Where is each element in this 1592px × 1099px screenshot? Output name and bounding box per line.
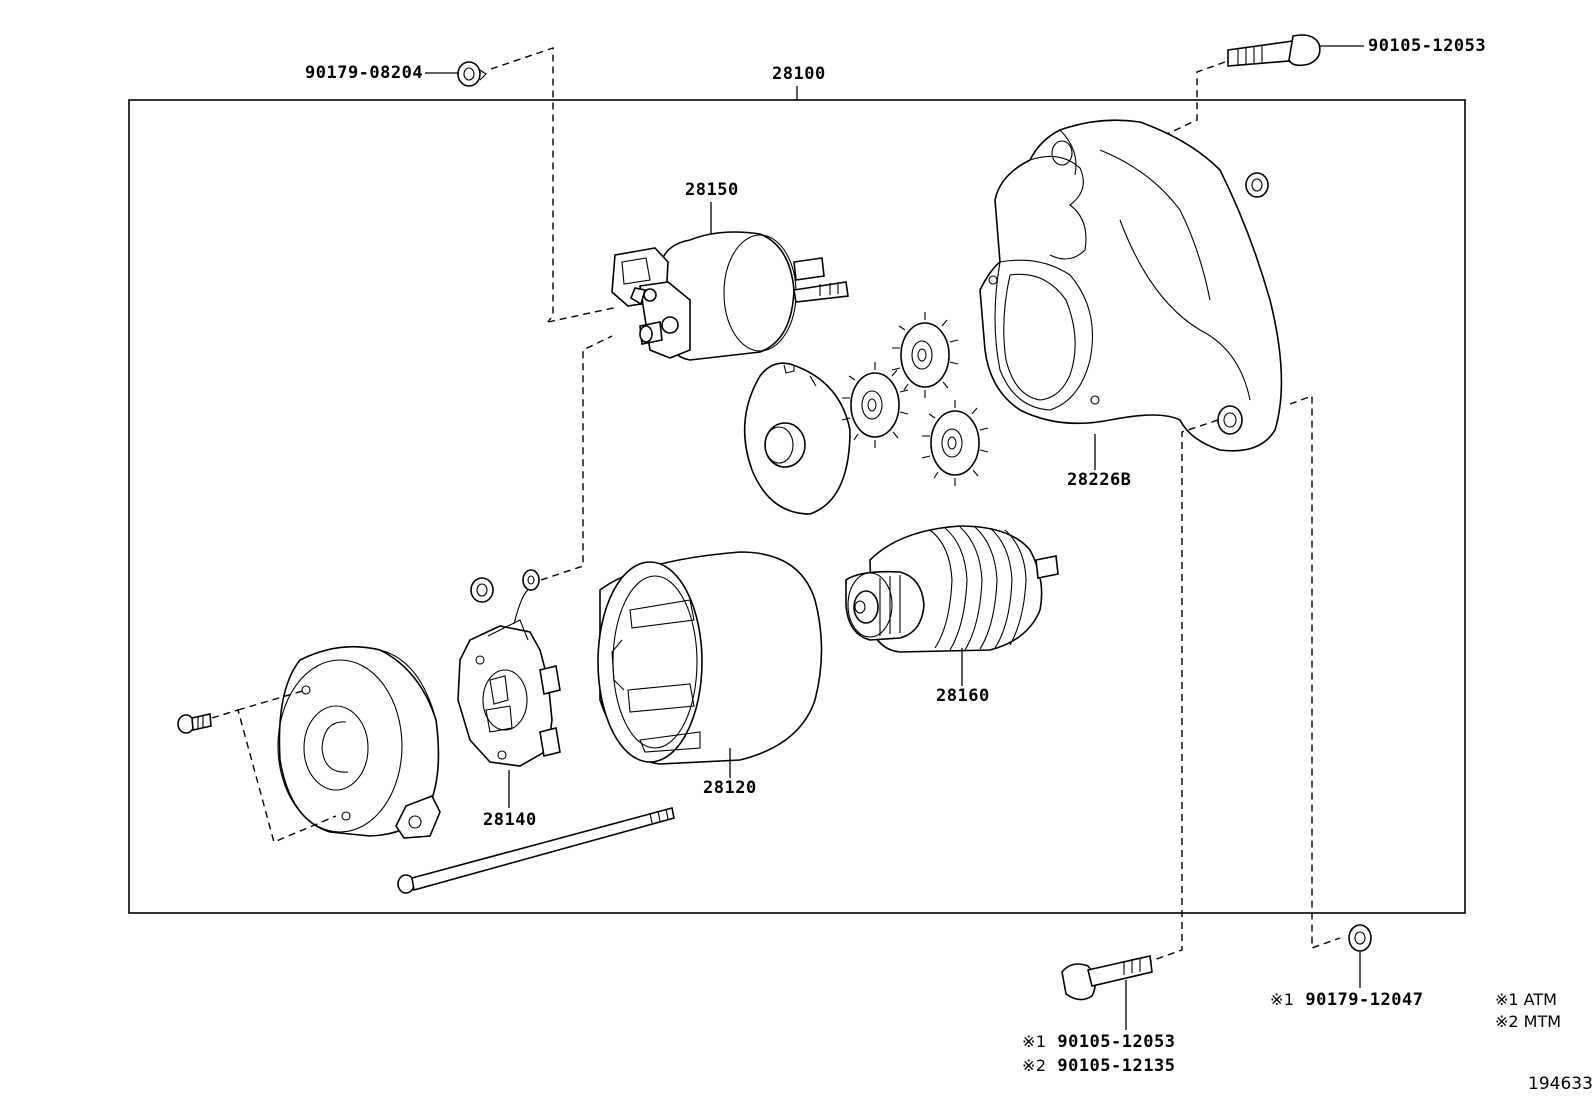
dash-bottom-nut bbox=[1289, 395, 1341, 949]
dash-end-cover bbox=[211, 709, 337, 843]
planet-gear-3 bbox=[921, 400, 989, 486]
part-number-bottom-nut: 90179-12047 bbox=[1305, 990, 1424, 1010]
mark-atm: ※1 bbox=[1022, 1032, 1047, 1051]
label-bottom-nut: ※1 90179-12047 bbox=[1270, 992, 1423, 1009]
yoke-part bbox=[597, 551, 823, 765]
legend-mtm: ※2 MTM bbox=[1495, 1012, 1562, 1031]
through-bolt bbox=[397, 807, 675, 894]
housing-nut bbox=[1245, 172, 1269, 198]
solenoid-part bbox=[611, 231, 849, 361]
housing-part bbox=[979, 119, 1283, 452]
label-brush-holder: 28140 bbox=[483, 810, 537, 830]
mark-mtm: ※2 bbox=[1022, 1056, 1047, 1075]
label-bolt-top-right: 90105-12053 bbox=[1368, 36, 1487, 56]
small-screw bbox=[177, 713, 212, 734]
armature-part bbox=[845, 525, 1059, 653]
label-housing: 28226B bbox=[1067, 470, 1132, 490]
bottom-nut bbox=[1348, 924, 1372, 988]
dash-brush-to-solenoid bbox=[540, 335, 613, 581]
label-bottom-bolt-1: ※1 90105-12053 bbox=[1022, 1034, 1175, 1051]
part-number-bottom-bolt-1: 90105-12053 bbox=[1057, 1032, 1176, 1052]
dash-solenoid-terminal bbox=[547, 306, 619, 323]
label-assembly: 28100 bbox=[772, 64, 826, 84]
planet-gear-1 bbox=[841, 362, 909, 448]
label-bottom-bolt-2: ※2 90105-12135 bbox=[1022, 1058, 1175, 1075]
brush-holder-part bbox=[457, 569, 561, 767]
dash-nut-top-left bbox=[490, 47, 554, 323]
label-solenoid: 28150 bbox=[685, 180, 739, 200]
part-number-bottom-bolt-2: 90105-12135 bbox=[1057, 1056, 1176, 1076]
end-cover-part bbox=[277, 645, 441, 839]
bolt-top-right bbox=[1227, 34, 1364, 67]
label-armature: 28160 bbox=[936, 686, 990, 706]
legend-atm: ※1 ATM bbox=[1495, 990, 1557, 1009]
figure-id: 194633 bbox=[1528, 1074, 1592, 1094]
label-yoke: 28120 bbox=[703, 778, 757, 798]
dash-bolt-top-right bbox=[1166, 61, 1226, 135]
disc-plate bbox=[743, 362, 851, 515]
planet-gear-2 bbox=[891, 312, 959, 398]
bottom-bolt bbox=[1061, 955, 1153, 1030]
dash-bottom-bolt bbox=[1147, 419, 1219, 963]
label-nut-top-left: 90179-08204 bbox=[305, 63, 424, 83]
mark-atm-nut: ※1 bbox=[1270, 990, 1295, 1009]
nut-top-left bbox=[425, 61, 487, 87]
brush-holder-nut bbox=[470, 577, 494, 603]
